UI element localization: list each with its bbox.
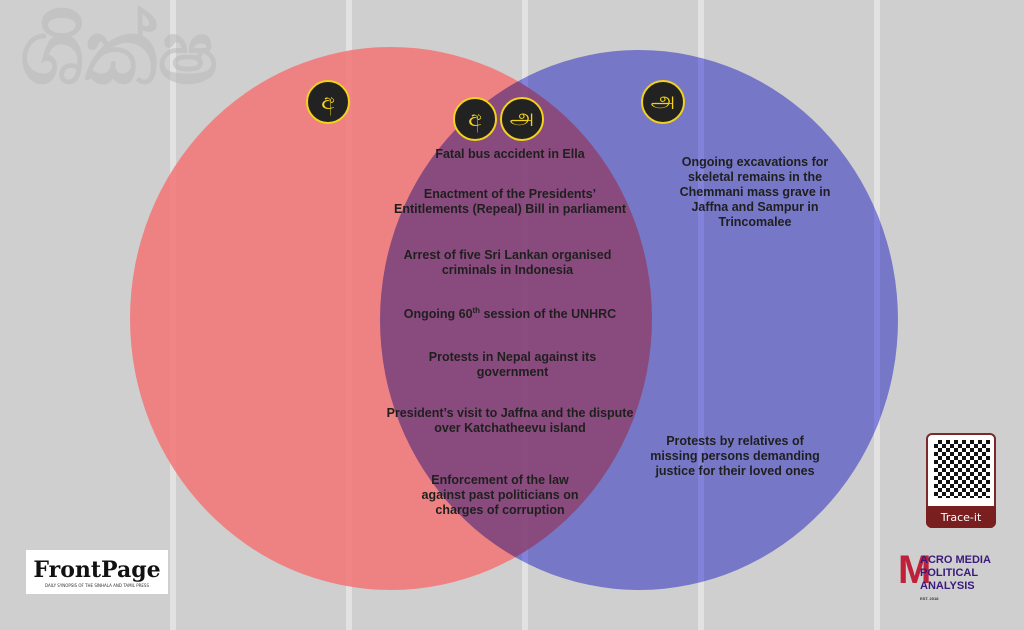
sinhala-letter-badge: අ	[306, 80, 350, 124]
acro-logo-line: POLITICAL	[920, 567, 979, 579]
acro-media-logo: M ACRO MEDIA POLITICAL ANALYSIS EST. 201…	[898, 548, 1008, 601]
acro-logo-line: ANALYSIS	[920, 580, 975, 592]
overlap-item: Arrest of five Sri Lankan organised crim…	[403, 248, 612, 277]
tamil-letter-badge: அ	[641, 80, 685, 124]
trace-it-label: Trace-it	[926, 506, 996, 528]
overlap-item: Enactment of the Presidents’ Entitlement…	[394, 187, 626, 216]
unhrc-text-rest: session of the UNHRC	[480, 307, 617, 322]
overlap-item: President’s visit to Jaffna and the disp…	[386, 406, 634, 435]
overlap-item: Fatal bus accident in Ella	[435, 147, 585, 161]
qr-code-icon	[934, 440, 990, 498]
tamil-only-item: Ongoing excavations for skeletal remains…	[679, 155, 831, 229]
tamil-press-circle	[380, 50, 898, 590]
acro-logo-est: EST. 2018	[920, 596, 939, 601]
frontpage-logo-tagline: DAILY SYNOPSIS OF THE SINHALA AND TAMIL …	[44, 582, 150, 588]
sinhala-letter-badge-overlap: අ	[453, 97, 497, 141]
overlap-item: Enforcement of the law against past poli…	[421, 473, 579, 517]
unhrc-text: Ongoing 60	[403, 307, 473, 322]
frontpage-logo-name: FrontPage	[33, 556, 161, 583]
overlap-item: Protests in Nepal against its government	[428, 350, 597, 379]
background-newspaper-text: ශික්ෂ	[20, 0, 219, 105]
acro-logo-m: M	[898, 548, 932, 592]
tamil-letter-badge-overlap: அ	[500, 97, 544, 141]
unhrc-superscript: th	[472, 306, 481, 315]
tamil-only-item: Protests by relatives of missing persons…	[650, 434, 820, 478]
trace-it-qr-code[interactable]: Trace-it	[926, 433, 996, 528]
acro-logo-line: ACRO MEDIA	[920, 554, 991, 566]
overlap-item-unhrc: Ongoing 60th session of the UNHRC	[365, 303, 655, 322]
frontpage-logo: FrontPage DAILY SYNOPSIS OF THE SINHALA …	[26, 550, 168, 594]
